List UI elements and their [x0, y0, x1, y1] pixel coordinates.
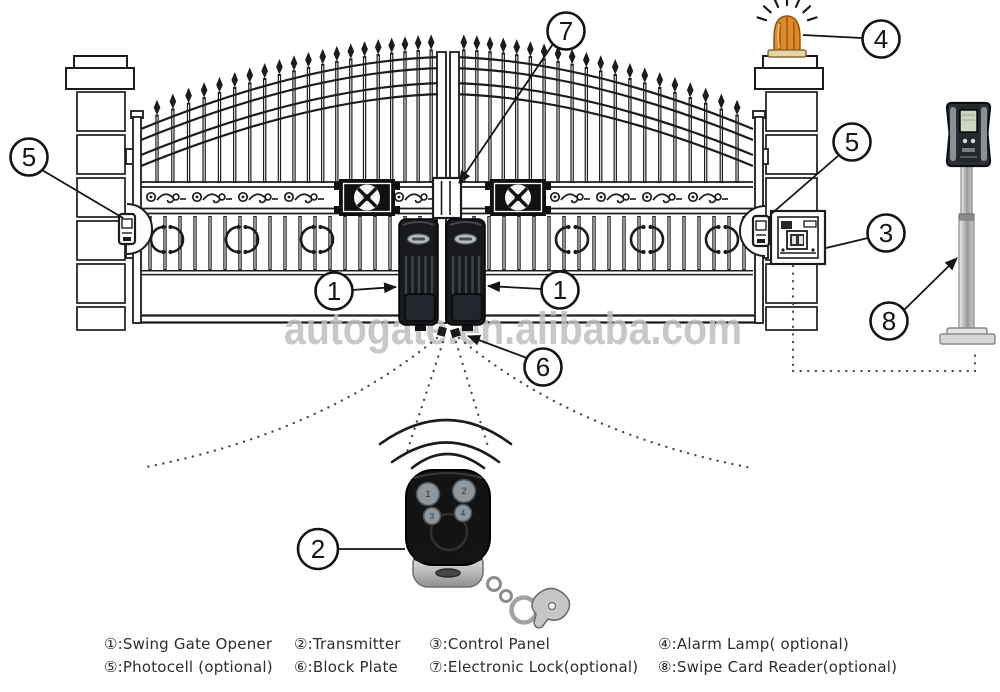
remote-button-1[interactable]: 1 [425, 489, 430, 499]
transmitter-remote: 1 2 3 4 [405, 469, 571, 629]
svg-text:8: 8 [882, 306, 896, 336]
photocell-right [739, 205, 771, 257]
callout-3: 3 [825, 213, 906, 253]
gate-opener-right [445, 218, 486, 331]
control-panel [769, 209, 827, 266]
remote-button-3[interactable]: 3 [430, 512, 435, 521]
gate-pickets-top-right [460, 34, 741, 183]
callout-7: 7 [458, 11, 586, 184]
electronic-lock [431, 176, 463, 220]
svg-text:6: 6 [536, 352, 550, 382]
wiring-dotted-lines [139, 264, 977, 470]
reader-lcd-screen [959, 109, 978, 133]
callout-4: 4 [802, 19, 901, 59]
keychain-clasp-icon [486, 576, 571, 629]
pillar-left-cap [65, 55, 135, 90]
watermark-text: autogate.en.alibaba.com [284, 303, 742, 354]
gate-opener-left [398, 218, 439, 331]
remote-button-4[interactable]: 4 [461, 509, 466, 518]
gate-bars-lower-left [148, 216, 437, 270]
remote-buttons[interactable]: 1 2 3 4 [415, 478, 477, 526]
pillar-left [76, 91, 126, 331]
lamp-rays-icon [756, 0, 818, 22]
callout-1-left: 1 [314, 271, 397, 311]
callout-6: 6 [467, 335, 563, 387]
callout-2: 2 [296, 527, 405, 571]
band-rosettes [334, 179, 551, 216]
signal-waves-icon [378, 418, 513, 470]
remote-slider-slot [435, 568, 461, 578]
svg-text:7: 7 [559, 16, 573, 46]
callout-1-right: 1 [487, 270, 580, 310]
svg-text:3: 3 [879, 218, 893, 248]
band-scrollwork [145, 191, 728, 204]
remote-button-2[interactable]: 2 [461, 486, 466, 496]
svg-text:1: 1 [553, 275, 567, 305]
svg-text:5: 5 [845, 127, 859, 157]
callout-5-right: 5 [769, 122, 872, 216]
photocell-left [117, 203, 153, 255]
callout-8: 8 [869, 257, 958, 341]
pillar-right-cap [754, 55, 824, 90]
svg-text:2: 2 [311, 534, 325, 564]
svg-text:1: 1 [327, 276, 341, 306]
callouts: 1 1 2 3 4 5 5 [9, 11, 958, 571]
gate-top-frame [140, 55, 754, 168]
swipe-card-reader [939, 101, 996, 345]
svg-text:4: 4 [874, 24, 888, 54]
gate-bars-lower-right [457, 216, 746, 270]
callout-5-left: 5 [9, 137, 124, 219]
gate-scroll-ornaments [149, 224, 740, 255]
block-plate [436, 326, 461, 338]
alarm-lamp [756, 0, 818, 58]
svg-text:5: 5 [22, 142, 36, 172]
